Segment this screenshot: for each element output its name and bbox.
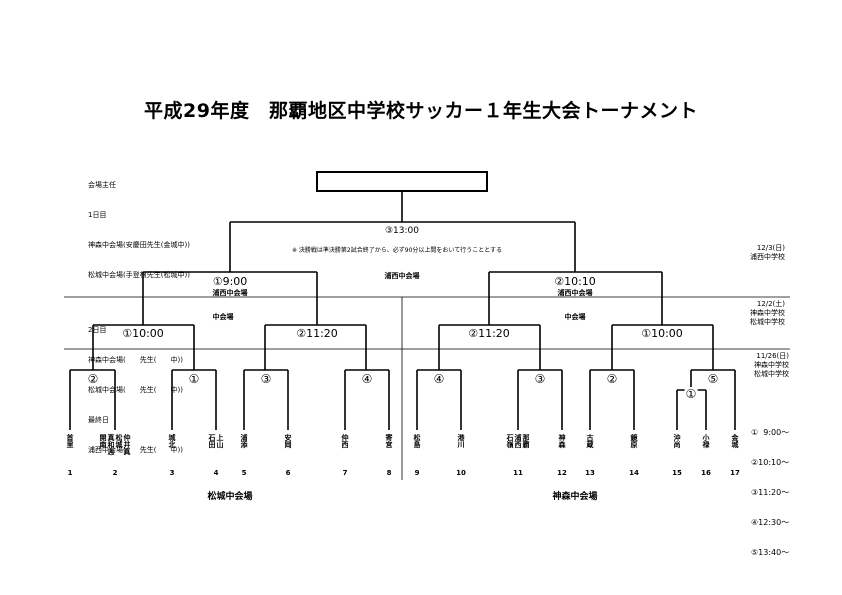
time-schedule: ① 9:00～ ②10:10～ ③11:20～ ④12:30～ ⑤13:40～ — [751, 408, 789, 578]
team-number: 10 — [456, 469, 466, 477]
venue-text: 浦西中学校 — [750, 253, 785, 261]
team-name: 鏡原 — [630, 434, 638, 448]
info-block: 会場主任 1日目 神森中会場(安慶田先生(金城中)) 松城中会場(手登根先生(松… — [88, 160, 190, 475]
info-line: 松城中会場( 先生( 中)) — [88, 386, 183, 394]
info-line: 2日目 — [88, 326, 107, 334]
team-number: 7 — [342, 469, 348, 477]
final-note: ※ 決勝戦は準決勝第2試合終了から、必ず90分以上間をおいて行うこととする — [292, 247, 503, 254]
team-name: 神森 — [558, 434, 566, 448]
team-number: 8 — [386, 469, 392, 477]
first-round-match: ② — [605, 372, 619, 386]
bottom-venue-right: 神森中会場 — [552, 492, 598, 502]
final-venue: 浦西中会場 — [384, 272, 420, 280]
quarter-r2-label: ①10:00 — [641, 327, 683, 340]
team-number: 16 — [701, 469, 711, 477]
first-round-match: ③ — [259, 372, 273, 386]
team-name: 仲井真 — [123, 434, 131, 455]
info-line: 1日目 — [88, 211, 107, 219]
venue-text: 神森中学校 — [754, 361, 789, 369]
team-name: 上山 — [216, 434, 224, 448]
date-day2: 12/2(土)神森中学校松城中学校 — [750, 300, 785, 327]
venue-text: 神森中学校 — [750, 309, 785, 317]
quarter-left-venue: 中会場 — [212, 313, 234, 321]
semi-left-venue: 浦西中会場 — [212, 289, 248, 297]
schedule-line: ① 9:00～ — [751, 428, 790, 437]
first-round-match: ⑤ — [706, 372, 720, 386]
venue-text: 松城中学校 — [750, 318, 785, 326]
champion-box — [316, 171, 488, 192]
team-name: 首里 — [66, 434, 74, 448]
date-text: 12/2(土) — [756, 300, 785, 308]
team-name: 寄宮 — [385, 434, 393, 448]
semi-right-label: ②10:10 — [554, 275, 596, 288]
date-day3: 12/3(日)浦西中学校 — [750, 244, 785, 262]
team-name: 沖尚 — [673, 434, 681, 448]
date-text: 11/26(日) — [756, 352, 789, 360]
team-name: 港川 — [457, 434, 465, 448]
semi-right-venue: 浦西中会場 — [557, 289, 593, 297]
team-name: 松島 — [413, 434, 421, 448]
team-name: 那覇 — [522, 434, 530, 448]
team-name: 石田 — [208, 434, 216, 448]
info-line — [88, 300, 190, 305]
team-number: 11 — [513, 469, 523, 477]
semi-left-label: ①9:00 — [212, 275, 248, 288]
schedule-line: ②10:10～ — [751, 458, 790, 467]
team-number: 14 — [629, 469, 639, 477]
info-line: 神森中会場( 先生( 中)) — [88, 356, 183, 364]
team-number: 12 — [557, 469, 567, 477]
info-line: 会場主任 — [88, 181, 116, 189]
schedule-line: ③11:20～ — [751, 488, 790, 497]
team-name: 小禄 — [702, 434, 710, 448]
team-number: 4 — [213, 469, 219, 477]
team-number: 9 — [414, 469, 420, 477]
team-number: 3 — [169, 469, 175, 477]
team-name: 松城 — [115, 434, 123, 448]
team-name: 真和志 — [107, 434, 115, 455]
team-name: 仲西 — [341, 434, 349, 448]
team-name: 安岡 — [284, 434, 292, 448]
info-line: 神森中会場(安慶田先生(金城中)) — [88, 241, 190, 249]
first-round-match: ② — [86, 372, 100, 386]
first-round-match: ④ — [360, 372, 374, 386]
team-name: 浦添 — [240, 434, 248, 448]
team-number: 1 — [67, 469, 73, 477]
date-day1: 11/26(日)神森中学校松城中学校 — [754, 352, 789, 379]
info-line: 松城中会場(手登根先生(松城中)) — [88, 271, 190, 279]
info-line: 最終日 — [88, 416, 109, 424]
first-round-match: ④ — [432, 372, 446, 386]
schedule-line: ⑤13:40～ — [751, 548, 790, 557]
team-number: 15 — [672, 469, 682, 477]
team-number: 2 — [112, 469, 118, 477]
schedule-line: ④12:30～ — [751, 518, 790, 527]
team-number: 6 — [285, 469, 291, 477]
quarter-l1-label: ①10:00 — [122, 327, 164, 340]
date-text: 12/3(日) — [756, 244, 785, 252]
quarter-l2-label: ②11:20 — [296, 327, 338, 340]
final-match-label: ③13:00 — [384, 226, 420, 236]
team-number: 13 — [585, 469, 595, 477]
first-round-match: ③ — [533, 372, 547, 386]
venue-text: 松城中学校 — [754, 370, 789, 378]
bottom-venue-left: 松城中会場 — [207, 492, 253, 502]
team-number: 17 — [730, 469, 740, 477]
quarter-right-venue: 中会場 — [564, 313, 586, 321]
info-line: 浦西中会場( 先生( 中)) — [88, 446, 183, 454]
team-name: 浦西 — [514, 434, 522, 448]
first-round-match: ① — [187, 372, 201, 386]
team-name: 城北 — [168, 434, 176, 448]
prelim-match: ① — [684, 387, 698, 401]
quarter-r1-label: ②11:20 — [468, 327, 510, 340]
team-name: 石嶺 — [506, 434, 514, 448]
team-number: 5 — [241, 469, 247, 477]
team-name: 開南 — [99, 434, 107, 448]
team-name: 金城 — [731, 434, 739, 448]
page-title: 平成29年度 那覇地区中学校サッカー１年生大会トーナメント — [144, 100, 698, 122]
team-name: 古蔵 — [586, 434, 594, 448]
